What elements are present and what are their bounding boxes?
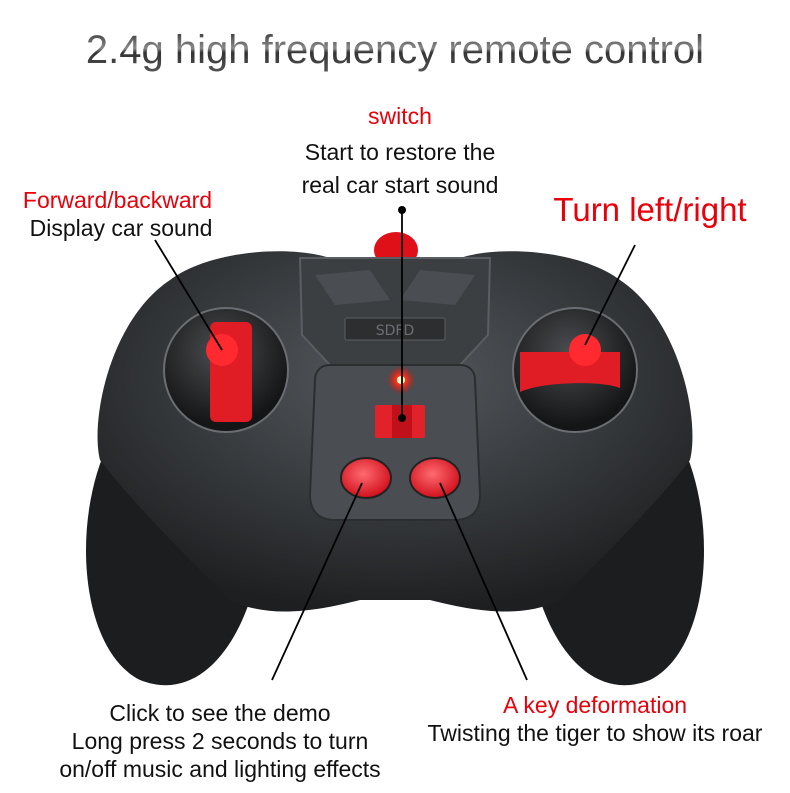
- right-grip: [540, 440, 704, 686]
- right-stick-knob: [569, 334, 601, 366]
- demo-line2: Long press 2 seconds to turn: [71, 728, 369, 754]
- turn-heading: Turn left/right: [553, 191, 747, 228]
- demo-line1: Click to see the demo: [109, 700, 331, 726]
- demo-button: [340, 457, 392, 499]
- deformation-line1: Twisting the tiger to show its roar: [427, 720, 763, 746]
- forward-backward-heading: Forward/backward: [22, 187, 213, 213]
- leader-lines: [154, 212, 636, 681]
- switch-heading: switch: [368, 103, 432, 129]
- left-grip: [86, 440, 250, 686]
- deformation-heading: A key deformation: [502, 692, 688, 718]
- page-title: 2.4g high frequency remote control: [0, 28, 790, 73]
- emblem-text: SDFD: [376, 323, 415, 339]
- demo-line3: on/off music and lighting effects: [59, 756, 381, 782]
- deformation-button: [409, 457, 461, 499]
- switch-line2: real car start sound: [301, 172, 499, 198]
- switch-line1: Start to restore the: [304, 139, 496, 165]
- forward-backward-line1: Display car sound: [29, 215, 213, 241]
